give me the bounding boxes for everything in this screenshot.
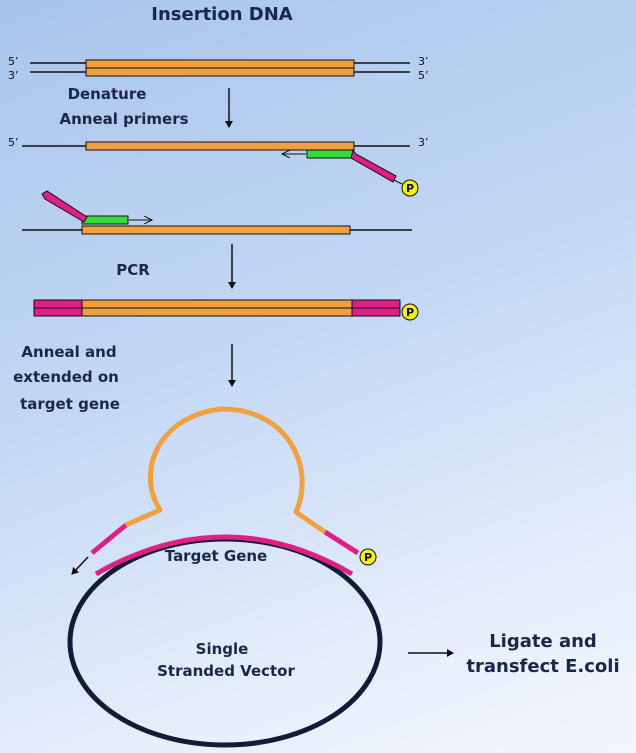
insert-strand-bottom: [81, 307, 353, 317]
insert-primer-tail-left: [90, 523, 128, 555]
insert-strand-top: [85, 59, 355, 69]
step-label-denature: Denature: [68, 85, 147, 103]
five-prime-label: 5’: [8, 136, 19, 149]
three-prime-label: 3’: [418, 55, 429, 68]
phosphate-label: P: [406, 182, 414, 195]
extension-arrow: [71, 556, 89, 575]
target-gene-segment: [94, 534, 354, 577]
insert-loop: [124, 406, 327, 535]
three-prime-label: 3’: [8, 69, 19, 82]
step-label-anneal-primers: Anneal primers: [59, 110, 188, 128]
primer-annealing-region: [306, 149, 354, 159]
insert-strand-top: [81, 299, 353, 309]
insertion-dna-duplex: 5’ 3’ 3’ 5’: [8, 55, 429, 82]
top-strand-with-primer: P 5’ 3’: [8, 136, 429, 197]
five-prime-label: 5’: [418, 69, 429, 82]
primer-tail: [350, 148, 397, 183]
three-prime-label: 3’: [418, 136, 429, 149]
step-label-anneal-extend-line1: Anneal and: [21, 343, 116, 361]
phosphate-icon: [401, 179, 419, 197]
ligate-label-line1: Ligate and: [489, 631, 597, 652]
bottom-strand-with-primer: [22, 190, 412, 235]
insert-strand-bottom: [85, 67, 355, 77]
insert-strand: [85, 141, 355, 151]
vector-label-line1: Single: [196, 640, 249, 658]
step-label-pcr: PCR: [116, 261, 150, 279]
step-label-anneal-extend-line3: target gene: [20, 395, 120, 413]
target-gene-label: Target Gene: [165, 547, 267, 565]
title: Insertion DNA: [151, 4, 293, 25]
vector-with-insert: P: [67, 406, 383, 748]
phosphate-label: P: [406, 306, 414, 319]
primer-annealing-region: [81, 215, 129, 225]
insert-primer-tail-right: [323, 529, 360, 556]
primer-tail: [41, 190, 88, 223]
step-label-anneal-extend-line2: extended on: [13, 368, 119, 386]
pcr-product: P: [33, 299, 419, 321]
phosphate-icon: [359, 548, 377, 566]
phosphate-icon: [401, 303, 419, 321]
ligate-label-line2: transfect E.coli: [466, 656, 619, 677]
phosphate-label: P: [364, 551, 372, 564]
insert-strand: [81, 225, 351, 235]
five-prime-label: 5’: [8, 55, 19, 68]
vector-label-line2: Stranded Vector: [157, 662, 295, 680]
